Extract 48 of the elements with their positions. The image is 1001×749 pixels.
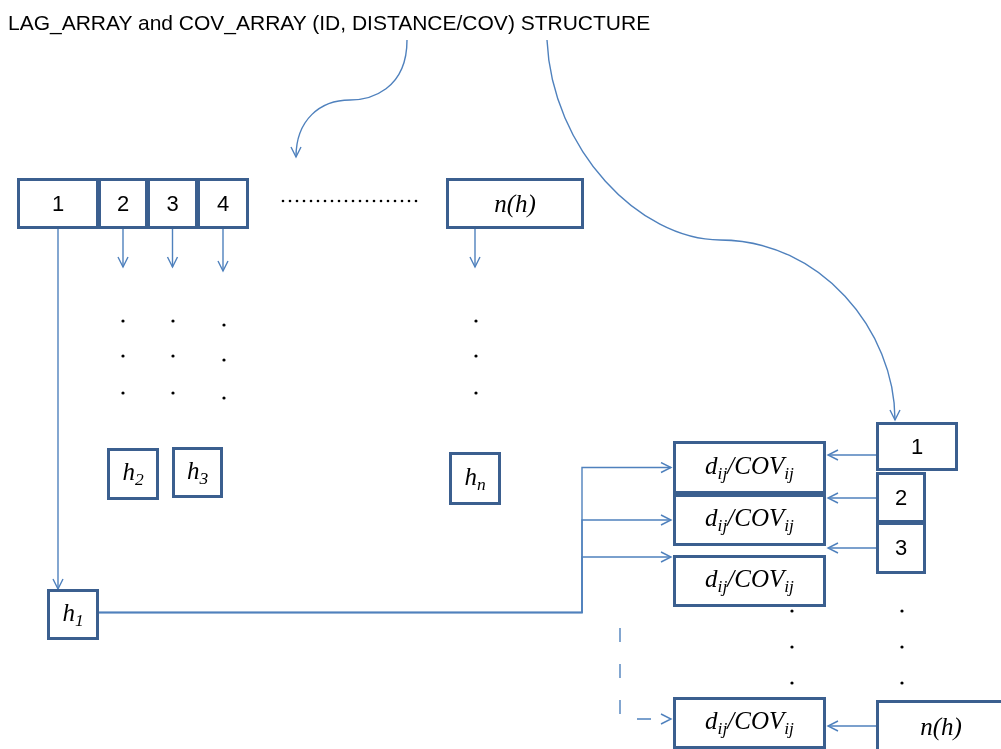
- index-number: 1: [910, 435, 924, 458]
- connector-arrow: [827, 542, 877, 554]
- formula-text: h$_{3}$: [186, 457, 209, 488]
- index-box: [876, 522, 926, 574]
- formula-box: [673, 555, 826, 607]
- index-number: 3: [894, 537, 908, 559]
- index-box: [98, 178, 148, 229]
- formula-text: d$_{ij}$/COV$_{ij}$: [705, 566, 794, 596]
- formula-box: [107, 448, 159, 500]
- index-number: 1: [51, 192, 65, 215]
- formula-text: d$_{ij}$/COV$_{ij}$: [705, 452, 794, 483]
- index-box: [876, 422, 958, 471]
- formula-box: [449, 452, 501, 505]
- arrow: [117, 228, 129, 268]
- formula-box: [673, 494, 826, 546]
- connector-arrow: [827, 720, 877, 732]
- formula-box: [446, 178, 584, 229]
- arrow: [217, 228, 229, 272]
- connector-arrow: [827, 449, 877, 461]
- connector-arrow: [546, 39, 900, 421]
- formula-text: d$_{ij}$/COV$_{ij}$: [705, 708, 794, 738]
- arrow: [290, 39, 408, 158]
- index-number: 2: [894, 486, 908, 509]
- arrow: [166, 228, 179, 268]
- index-number: 4: [216, 192, 230, 215]
- formula-text: h$_{1}$: [62, 599, 84, 630]
- formula-text: n(h): [494, 191, 536, 216]
- index-number: 2: [116, 192, 130, 215]
- formula-box: [47, 589, 99, 640]
- connector-arrow: [52, 228, 64, 590]
- formula-text: h$_{2}$: [122, 459, 144, 489]
- formula-text: d$_{ij}$/COV$_{ij}$: [705, 505, 794, 535]
- index-box: [147, 178, 198, 229]
- formula-text: h$_{n}$: [464, 463, 486, 494]
- formula-box: [673, 697, 826, 749]
- index-box: [876, 472, 926, 523]
- index-box: [17, 178, 99, 229]
- arrow: [469, 228, 481, 268]
- formula-box: [172, 447, 223, 498]
- index-box: [197, 178, 249, 229]
- formula-text: n(h): [920, 713, 962, 739]
- formula-box: [673, 441, 826, 494]
- index-number: 3: [166, 192, 179, 215]
- formula-box: [876, 700, 1001, 749]
- connector-arrow: [827, 492, 877, 504]
- title-text: LAG_ARRAY and COV_ARRAY (ID, DISTANCE/COV) STRUCTURE: [8, 11, 651, 33]
- connector-arrow: [98, 551, 672, 614]
- arrow: [619, 627, 672, 725]
